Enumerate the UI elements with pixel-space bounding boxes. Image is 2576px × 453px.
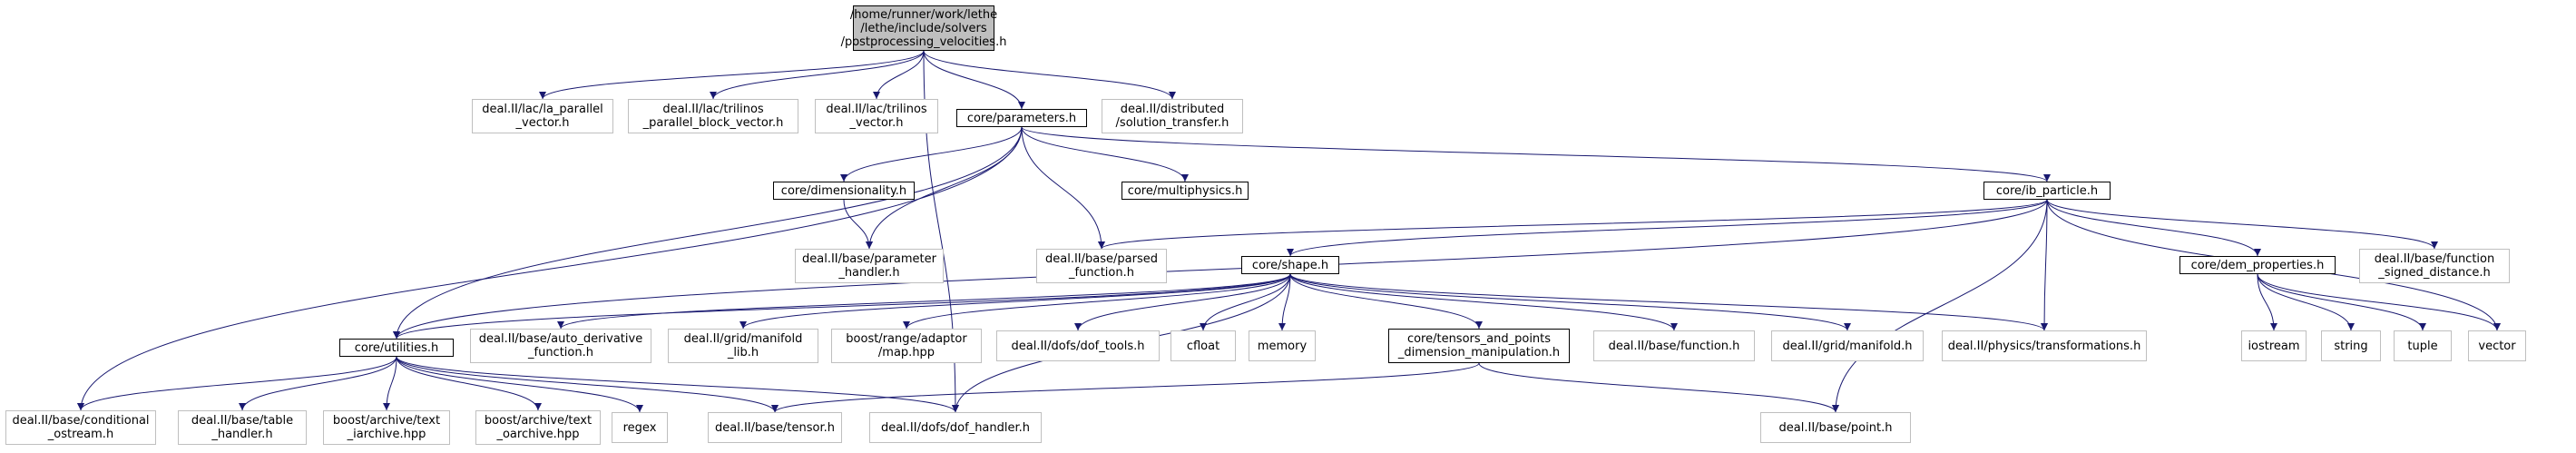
edge-utilities-to-text_iarchive: [383, 356, 397, 411]
edge-shape-to-manifold_lib: [739, 273, 1291, 330]
edge-root-to-trilinos_vector: [873, 50, 925, 100]
edge-dem_properties-to-tuple: [2257, 273, 2426, 331]
node-tuple: tuple: [2394, 330, 2452, 361]
edge-parameters-to-conditional_ostream: [77, 126, 1023, 411]
edge-dimensionality-to-parameter_handler: [843, 199, 873, 250]
edge-ib_particle-to-dem_properties: [2046, 199, 2261, 257]
node-text-iarchive-hpp: boost/archive/text _iarchive.hpp: [323, 410, 450, 445]
edge-shape-to-adaptor_map: [903, 273, 1291, 330]
edge-shape-to-base_function: [1289, 273, 1678, 331]
node-core-tensors-and-points-h[interactable]: core/tensors_and_points _dimension_manip…: [1388, 329, 1570, 363]
node-trilinos-vector-h: deal.II/lac/trilinos _vector.h: [815, 99, 938, 133]
edge-dem_properties-to-string: [2257, 273, 2355, 331]
edge-tensors_points-to-point: [1478, 362, 1839, 413]
node-core-multiphysics-h[interactable]: core/multiphysics.h: [1121, 182, 1249, 200]
node-core-shape-h[interactable]: core/shape.h: [1241, 256, 1339, 274]
edge-shape-to-utilities: [393, 273, 1291, 340]
edge-dem_properties-to-vector: [2257, 273, 2501, 331]
edge-utilities-to-tensor: [396, 356, 779, 413]
edge-parameters-to-multiphysics: [1021, 126, 1189, 182]
edge-utilities-to-dof_handler: [396, 356, 959, 413]
node-vector: vector: [2468, 330, 2526, 361]
node-manifold-lib-h: deal.II/grid/manifold _lib.h: [668, 329, 818, 363]
edge-shape-to-dof_tools: [1074, 273, 1291, 331]
node-auto-derivative-function-h: deal.II/base/auto_derivative _function.h: [470, 329, 651, 363]
edge-ib_particle-to-shape: [1287, 199, 2048, 257]
node-adaptor-map-hpp: boost/range/adaptor /map.hpp: [831, 329, 982, 363]
node-function-signed-distance-h: deal.II/base/function _signed_distance.h: [2359, 249, 2510, 283]
node-dof-handler-h: deal.II/dofs/dof_handler.h: [869, 412, 1042, 443]
node-dof-tools-h: deal.II/dofs/dof_tools.h: [996, 330, 1160, 361]
node-text-oarchive-hpp: boost/archive/text _oarchive.hpp: [475, 410, 601, 445]
edge-parameters-to-dimensionality: [840, 126, 1023, 182]
node-trilinos-parallel-block-vector-h: deal.II/lac/trilinos _parallel_block_vec…: [628, 99, 798, 133]
node-postprocessing-velocities-h[interactable]: /home/runner/work/lethe /lethe/include/s…: [841, 5, 1006, 51]
edge-ib_particle-to-utilities: [393, 199, 2048, 340]
node-conditional-ostream-h: deal.II/base/conditional _ostream.h: [5, 410, 156, 445]
node-parsed-function-h: deal.II/base/parsed _function.h: [1036, 249, 1167, 283]
edge-shape-to-transformations: [1289, 273, 2048, 331]
node-core-utilities-h[interactable]: core/utilities.h: [339, 339, 454, 357]
edge-ib_particle-to-function_signed_distance: [2046, 199, 2438, 250]
edge-utilities-to-text_oarchive: [396, 356, 542, 411]
node-la-parallel-vector-h: deal.II/lac/la_parallel _vector.h: [472, 99, 613, 133]
edge-ib_particle-to-parsed_function: [1098, 199, 2048, 250]
edge-parameters-to-ib_particle: [1021, 126, 2051, 182]
node-iostream: iostream: [2241, 330, 2307, 361]
edge-shape-to-tensors_points: [1289, 273, 1483, 330]
node-core-dem-properties-h[interactable]: core/dem_properties.h: [2179, 256, 2336, 274]
edge-shape-to-grid_manifold: [1289, 273, 1851, 331]
edge-root-to-trilinos_block_vector: [710, 50, 925, 100]
edge-parameters-to-parsed_function: [1021, 126, 1105, 250]
edge-tensors_points-to-tensor: [771, 362, 1480, 413]
node-core-ib-particle-h[interactable]: core/ib_particle.h: [1983, 182, 2111, 200]
node-solution-transfer-h: deal.II/distributed /solution_transfer.h: [1102, 99, 1243, 133]
edge-parameters-to-utilities: [393, 126, 1023, 340]
node-table-handler-h: deal.II/base/table _handler.h: [178, 410, 307, 445]
edge-utilities-to-conditional_ostream: [77, 356, 397, 411]
node-core-dimensionality-h[interactable]: core/dimensionality.h: [773, 182, 915, 200]
edge-shape-to-cfloat: [1200, 273, 1291, 331]
node-memory: memory: [1249, 330, 1316, 361]
node-base-point-h: deal.II/base/point.h: [1760, 412, 1911, 443]
edge-root-to-parameters: [923, 50, 1025, 110]
node-parameter-handler-h: deal.II/base/parameter _handler.h: [795, 249, 944, 283]
node-base-function-h: deal.II/base/function.h: [1593, 330, 1755, 361]
node-string: string: [2321, 330, 2381, 361]
edge-root-to-solution_transfer: [923, 50, 1176, 100]
edge-dem_properties-to-iostream: [2257, 273, 2277, 331]
node-grid-manifold-h: deal.II/grid/manifold.h: [1771, 330, 1924, 361]
edge-ib_particle-to-point: [1832, 199, 2048, 413]
edge-shape-to-memory: [1278, 273, 1291, 331]
node-core-parameters-h[interactable]: core/parameters.h: [956, 109, 1087, 127]
node-regex: regex: [612, 412, 668, 443]
edge-ib_particle-to-transformations: [2041, 199, 2049, 331]
edge-shape-to-auto_derivative_function: [557, 273, 1291, 330]
edge-root-to-la_parallel_vector: [539, 50, 925, 100]
edge-utilities-to-regex: [396, 356, 643, 413]
edge-utilities-to-table_handler: [239, 356, 397, 411]
node-base-tensor-h: deal.II/base/tensor.h: [708, 412, 842, 443]
node-physics-transformations-h: deal.II/physics/transformations.h: [1942, 330, 2147, 361]
node-cfloat: cfloat: [1170, 330, 1236, 361]
